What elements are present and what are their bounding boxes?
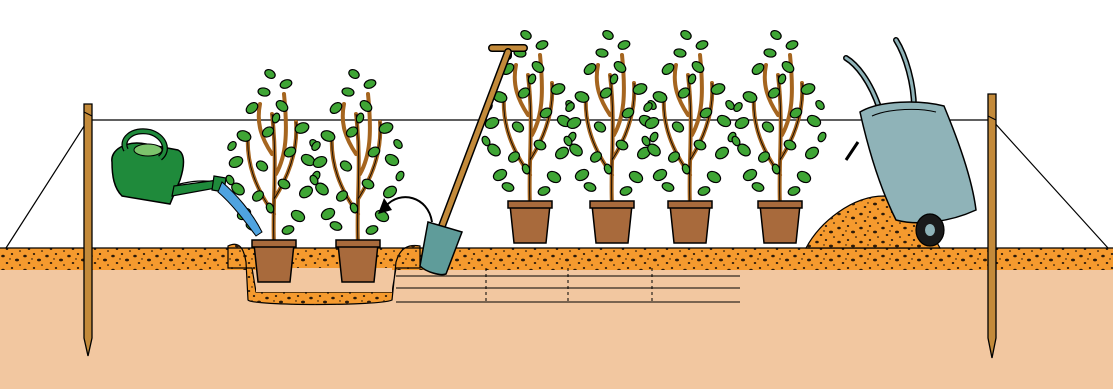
wooden-stake-icon: [988, 94, 996, 358]
spade-icon: [420, 48, 524, 275]
wooden-stake-icon: [84, 104, 92, 356]
subsoil-layer: [0, 268, 1113, 389]
waiting-shrub: [480, 29, 577, 243]
waiting-shrub: [730, 29, 827, 243]
watering-can-icon: [112, 131, 226, 204]
